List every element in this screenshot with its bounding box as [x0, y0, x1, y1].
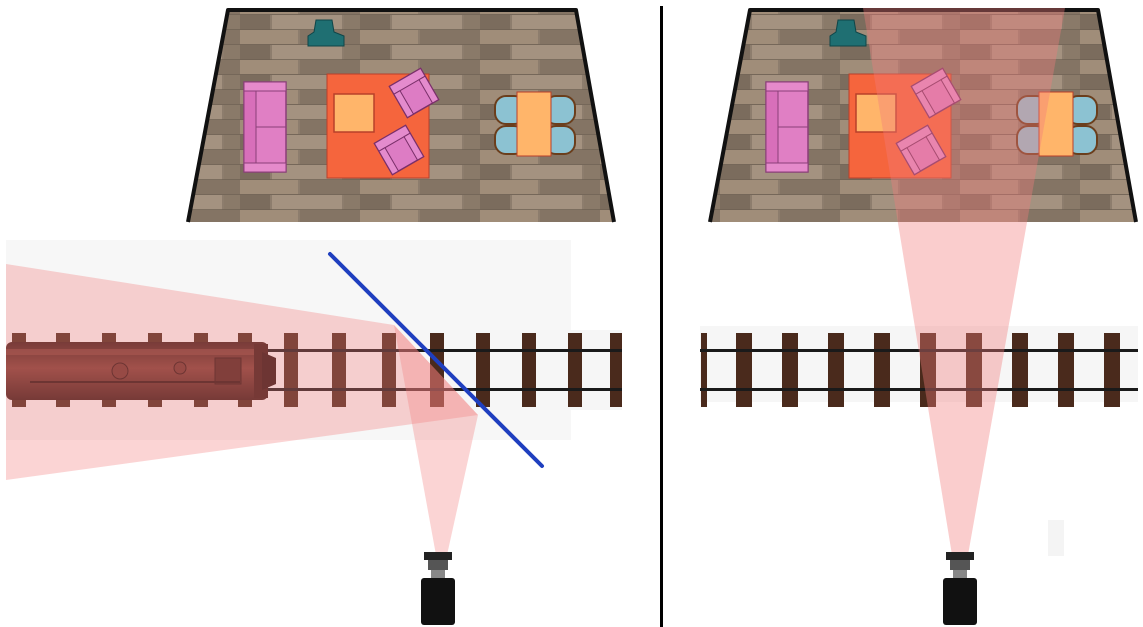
rail-top [6, 349, 622, 352]
dining-table-icon [494, 91, 576, 157]
right-track [700, 326, 1138, 407]
armchair-icon [373, 124, 425, 176]
sofa-icon [765, 81, 809, 173]
projector-icon [421, 552, 455, 625]
left-panel [6, 8, 622, 625]
train-icon [6, 342, 276, 400]
right-room [708, 8, 1138, 223]
right-beam [863, 8, 1065, 555]
coffee-table [333, 93, 375, 133]
armchair-icon [895, 124, 947, 176]
panel-divider [660, 6, 663, 627]
projector-icon [943, 552, 977, 625]
left-reflected-beam [6, 264, 478, 480]
left-room [186, 8, 616, 223]
mirror-icon [328, 252, 544, 468]
left-incident-beam [394, 325, 478, 555]
right-faint-mark [1048, 520, 1064, 556]
armchair-icon [910, 67, 962, 119]
right-room-outline [708, 8, 1138, 223]
rail-top [700, 349, 1138, 352]
left-room-outline [186, 8, 616, 223]
sofa-icon [243, 81, 287, 173]
coffee-table [855, 93, 897, 133]
lamp-icon [829, 19, 867, 47]
right-panel [700, 8, 1138, 625]
dining-table-icon [1016, 91, 1098, 157]
rail-bottom [700, 388, 1138, 391]
lamp-icon [307, 19, 345, 47]
armchair-icon [388, 67, 440, 119]
rail-bottom [6, 388, 622, 391]
